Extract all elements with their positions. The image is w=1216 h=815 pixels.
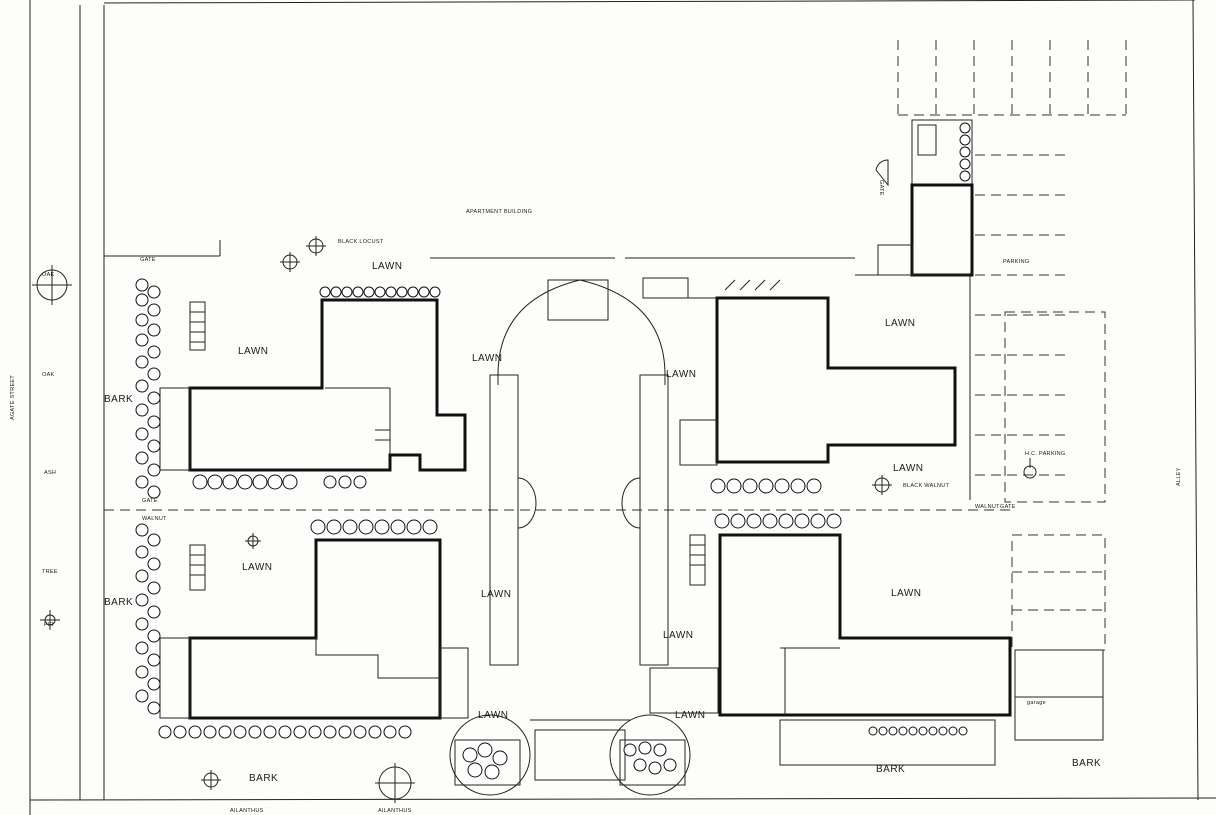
- label-bark-5: BARK: [1072, 758, 1101, 769]
- label-bark-1: BARK: [104, 394, 133, 405]
- label-black-walnut: BLACK WALNUT: [903, 483, 950, 489]
- label-lawn-3: LAWN: [472, 353, 503, 364]
- label-street-tree-4: TREE: [42, 569, 58, 575]
- tree-lawn: [245, 533, 261, 549]
- label-bark-4: BARK: [876, 764, 905, 775]
- label-gate-4: GATE: [878, 180, 884, 196]
- label-gate-3: GATE: [1000, 504, 1016, 510]
- shrub-row-left-upper: [135, 278, 161, 499]
- label-street: AGATE STREET: [10, 375, 16, 420]
- label-lawn-4: LAWN: [666, 369, 697, 380]
- label-alley: ALLEY: [1176, 467, 1182, 486]
- label-street-tree-3: ASH: [44, 470, 56, 476]
- label-street-tree-1: OAK: [42, 272, 55, 278]
- label-lawn-6: LAWN: [893, 463, 924, 474]
- label-ailanthus-1: AILANTHUS: [230, 808, 264, 814]
- parking-stalls-top: [897, 40, 1127, 116]
- parking-stalls-right: [975, 154, 1106, 651]
- hc-parking-icon: [1023, 458, 1037, 479]
- label-street-tree-2: OAK: [42, 372, 55, 378]
- tree-oak: [32, 265, 72, 305]
- label-gate-1: GATE: [140, 257, 156, 263]
- shrub-row-top-left: [319, 286, 441, 298]
- label-bark-2: BARK: [104, 597, 133, 608]
- label-ailanthus-2: AILANTHUS: [378, 808, 412, 814]
- building-center: [489, 279, 669, 781]
- building-left-upper: [159, 298, 467, 472]
- site-boundary: [29, 0, 1216, 815]
- label-lawn-10: LAWN: [891, 588, 922, 599]
- label-black-locust: BLACK LOCUST: [338, 239, 384, 245]
- utility-building: [875, 119, 974, 277]
- label-street-tree-5: FIR: [44, 622, 54, 628]
- shrub-row-mid-center-left: [310, 519, 438, 535]
- tree-symbols: [32, 236, 892, 803]
- tree-black-locust: [280, 236, 326, 272]
- stair-left-upper: [189, 301, 206, 351]
- label-lawn-11: LAWN: [478, 710, 509, 721]
- courtyard-fence: [104, 240, 1010, 511]
- stair-right-lower: [689, 534, 706, 586]
- label-walnut-1: WALNUT: [142, 516, 167, 522]
- garage: [1014, 649, 1104, 741]
- label-lawn-5: LAWN: [885, 318, 916, 329]
- building-left-lower: [159, 538, 469, 720]
- label-gate-2: GATE: [142, 498, 158, 504]
- utility-shrubs: [959, 122, 971, 182]
- building-right-upper: [642, 277, 957, 466]
- tree-walnut: [872, 475, 892, 495]
- label-lawn-8: LAWN: [481, 589, 512, 600]
- planter-left: [449, 714, 531, 796]
- label-lawn-7: LAWN: [242, 562, 273, 573]
- tree-ailanthus: [201, 763, 415, 803]
- building-right-lower: [649, 533, 1012, 766]
- tree-fir: [40, 610, 60, 630]
- shrub-row-mid-right-upper: [710, 478, 822, 494]
- label-lawn-12: LAWN: [675, 710, 706, 721]
- label-lawn-2: LAWN: [238, 346, 269, 357]
- shrub-row-mid-left: [192, 474, 367, 490]
- label-lawn-1: LAWN: [372, 261, 403, 272]
- shrub-row-bottom-left: [158, 725, 412, 739]
- shrub-row-left-lower: [135, 523, 161, 715]
- planter-right: [609, 714, 691, 796]
- shrub-row-bottom-right: [868, 726, 968, 736]
- label-walnut-2: WALNUT: [975, 504, 1000, 510]
- label-lawn-9: LAWN: [663, 630, 694, 641]
- shrub-row-mid-right-lower: [714, 513, 842, 529]
- stair-left-lower: [189, 544, 206, 591]
- label-garage: garage: [1027, 700, 1046, 706]
- label-hc-parking: H.C. PARKING: [1025, 451, 1065, 457]
- label-parking: PARKING: [1003, 259, 1029, 265]
- label-bark-3: BARK: [249, 773, 278, 784]
- label-apartment-building: APARTMENT BUILDING: [466, 209, 532, 215]
